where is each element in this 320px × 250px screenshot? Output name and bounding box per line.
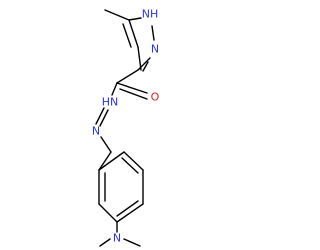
atom-n-amine-label: N [113,232,121,245]
atom-n-imine-label: N [92,125,100,138]
molecule-canvas: NH N HN N O N [91,7,160,247]
atom-o-label: O [151,91,160,104]
bond-lines [95,9,155,247]
atom-hn-label: HN [102,96,119,109]
atom-n-pyrazole-label: N [151,43,159,56]
molecule-structure: NH N HN N O N [92,8,160,247]
atom-nh-label: NH [142,8,159,21]
